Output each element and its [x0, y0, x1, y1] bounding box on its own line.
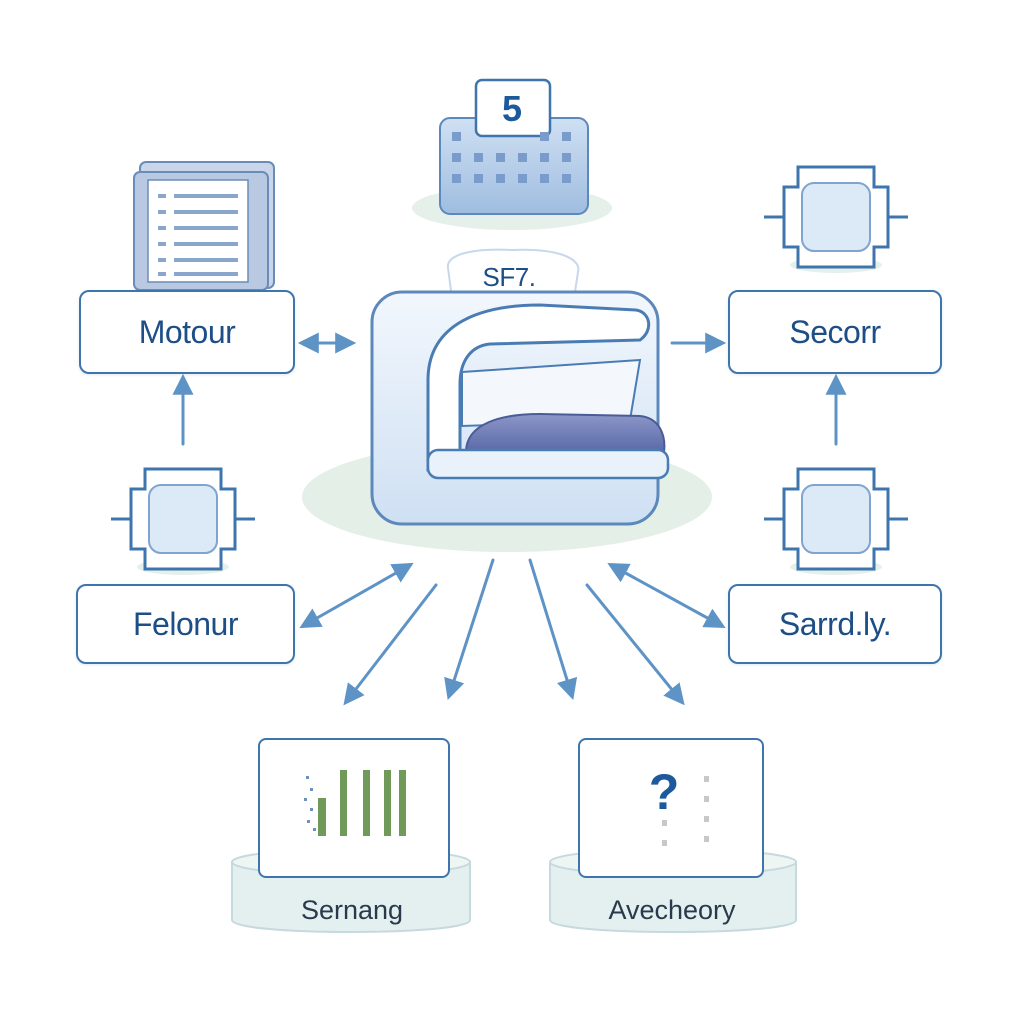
arrow-center-mid-left-node [299, 562, 414, 629]
node-mid-left-label: Felonur [133, 605, 239, 642]
node-mid-left[interactable]: Felonur [76, 584, 295, 664]
question-icon: ? [648, 764, 680, 820]
node-mid-right-label: Sarrd.ly. [778, 605, 892, 642]
node-mid-right[interactable]: Sarrd.ly. [728, 584, 942, 664]
node-top-left-label: Motour [138, 313, 236, 350]
card-right[interactable]: ? [578, 738, 764, 878]
chip-icon-mid-right [764, 467, 908, 575]
node-top-left[interactable]: Motour [79, 290, 295, 374]
central-device-icon [302, 248, 712, 552]
arrow-center-down-left-1 [343, 583, 438, 706]
node-top-right-label: Secorr [789, 313, 881, 350]
chip-icon-mid-left [111, 467, 255, 575]
dotted-marks [662, 776, 709, 846]
arrow-center-mid-right-node [607, 562, 726, 629]
card-left-caption: Sernang [300, 894, 404, 925]
central-device-tag: SF7. [482, 261, 536, 292]
card-right-caption: Avecheory [608, 894, 736, 925]
document-icon [133, 161, 275, 291]
node-top-right[interactable]: Secorr [728, 290, 942, 374]
card-left[interactable] [258, 738, 450, 878]
chip-icon-top-right [764, 165, 908, 273]
arrow-center-down-right-2 [585, 583, 685, 706]
calendar-building-icon [412, 78, 612, 230]
connectors [172, 332, 847, 706]
arrow-center-down-left-2 [444, 558, 495, 700]
bar-chart-icon [304, 770, 406, 836]
arrow-center-down-right-1 [528, 558, 578, 701]
calendar-number: 5 [501, 88, 523, 129]
